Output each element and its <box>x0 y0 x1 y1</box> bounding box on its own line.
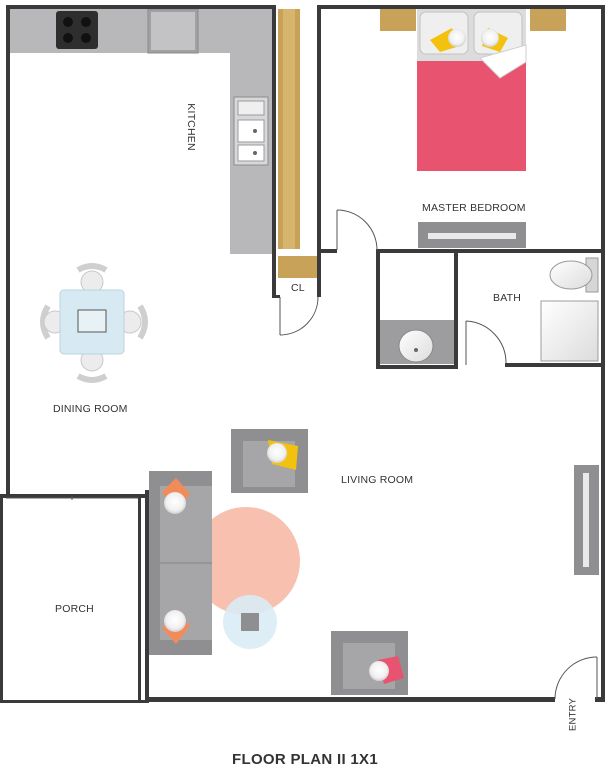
refrigerator-icon <box>147 8 199 54</box>
room-label-kitchen: KITCHEN <box>185 103 197 151</box>
kitchen-counter <box>9 9 272 254</box>
tv-console <box>574 465 599 575</box>
nightstand-right <box>530 9 566 31</box>
wardrobe <box>278 9 318 278</box>
area-rug <box>192 507 300 615</box>
coffee-table <box>223 595 277 649</box>
floor-plan-title: FLOOR PLAN II 1X1 <box>232 751 378 768</box>
door-closet[interactable] <box>279 296 319 336</box>
room-label-dining-room: DINING ROOM <box>53 403 128 415</box>
dresser <box>418 222 526 248</box>
kitchen-sink-icon <box>233 96 269 166</box>
armchair-top <box>231 429 308 493</box>
room-label-porch: PORCH <box>55 603 94 615</box>
door-bath[interactable] <box>465 320 507 365</box>
stove-icon <box>56 11 98 49</box>
room-label-closet: CL <box>291 282 305 294</box>
bath-vanity <box>379 320 455 364</box>
walls <box>0 5 605 703</box>
door-porch[interactable] <box>6 496 138 500</box>
room-label-master-bedroom: MASTER BEDROOM <box>422 202 526 214</box>
dining-table <box>40 263 148 383</box>
sofa <box>149 471 212 655</box>
toilet-icon <box>549 257 599 293</box>
door-bedroom[interactable] <box>336 209 378 251</box>
room-label-bath: BATH <box>493 292 522 304</box>
bed <box>417 9 527 171</box>
door-entry[interactable] <box>554 656 598 700</box>
shower-icon <box>540 300 599 362</box>
armchair-bottom <box>331 631 408 695</box>
room-label-entry: ENTRY <box>567 697 579 732</box>
room-label-living-room: LIVING ROOM <box>341 474 414 486</box>
nightstand-left <box>380 9 416 31</box>
